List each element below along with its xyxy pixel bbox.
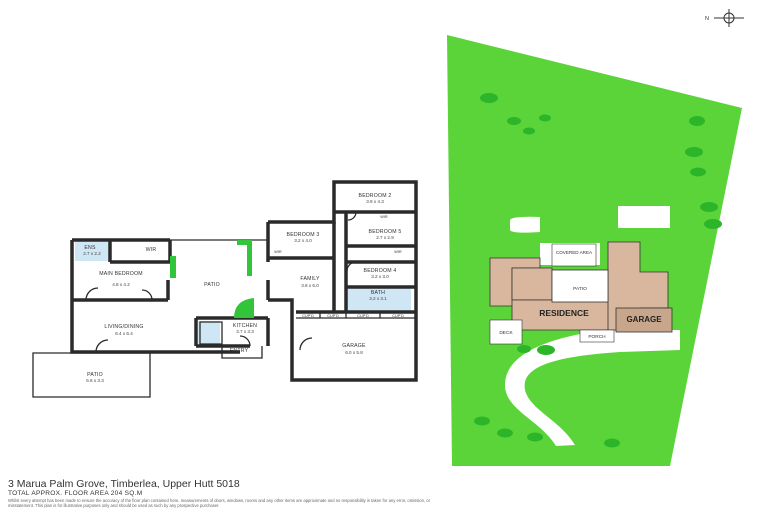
planter	[247, 240, 252, 276]
svg-text:LIVING/DINING: LIVING/DINING	[104, 324, 143, 330]
room-label-patio-rear: PATIO 6.6 x 3.3	[86, 372, 104, 383]
svg-text:GARAGE: GARAGE	[342, 343, 366, 349]
trees	[474, 93, 722, 448]
room-label-living-dining: LIVING/DINING 6.4 x 6.4	[104, 324, 143, 336]
svg-text:3.2 x 3.1: 3.2 x 3.1	[369, 296, 387, 301]
label-cupboard: CUP'D	[327, 314, 339, 318]
planter	[170, 256, 176, 278]
label-cupboard: CUP'D	[302, 314, 314, 318]
planter	[237, 240, 251, 245]
room-label-bedroom-2: BEDROOM 2 3.9 x 4.3	[359, 193, 392, 204]
deck	[489, 319, 523, 345]
room-label-entry: ENTRY	[230, 348, 249, 354]
svg-text:BEDROOM 5: BEDROOM 5	[369, 229, 402, 235]
label-cupboard: CUP'D	[392, 314, 404, 318]
outbuilding	[618, 206, 670, 228]
tree	[474, 416, 490, 426]
room-label-ensuite: ENS 2.7 x 2.2	[83, 245, 101, 256]
tree	[497, 428, 513, 438]
room-label-bedroom-3: BEDROOM 3 3.2 x 4.0	[287, 232, 320, 243]
tree	[480, 93, 498, 103]
residence-label: RESIDENCE	[539, 308, 589, 318]
room-label-patio-central: PATIO	[204, 282, 220, 288]
svg-text:BEDROOM 2: BEDROOM 2	[359, 193, 392, 199]
ensuite-fill	[75, 241, 109, 261]
tree	[537, 345, 555, 355]
patio-courtyard	[551, 269, 609, 303]
tree	[507, 117, 521, 125]
tree	[685, 147, 703, 157]
tree	[517, 345, 531, 353]
room-label-family: FAMILY 3.8 x 6.0	[300, 276, 320, 288]
tree	[604, 438, 620, 448]
main-wing-walls	[70, 238, 240, 354]
svg-text:3.7 x 3.3: 3.7 x 3.3	[236, 329, 254, 334]
driveway	[505, 330, 680, 446]
room-label-kitchen: KITCHEN 3.7 x 3.3	[233, 323, 257, 334]
svg-text:BEDROOM 3: BEDROOM 3	[287, 232, 320, 238]
north-label: N	[705, 16, 709, 22]
label-wir: WIR	[394, 250, 402, 254]
porch	[579, 329, 615, 343]
garage-site-label: GARAGE	[626, 315, 662, 324]
property-address: 3 Marua Palm Grove, Timberlea, Upper Hut…	[8, 478, 240, 490]
tree	[527, 432, 543, 442]
svg-text:2.7 x 2.9: 2.7 x 2.9	[376, 235, 394, 240]
svg-text:6.4 x 6.4: 6.4 x 6.4	[115, 331, 133, 336]
bath-fill	[347, 287, 411, 311]
room-label-main-bedroom: MAIN BEDROOM 4.8 x 4.2	[99, 271, 143, 287]
tree	[690, 167, 706, 177]
label-wir: WIR	[380, 215, 388, 219]
tree	[700, 202, 718, 212]
tree	[689, 116, 705, 126]
covered-area	[551, 243, 597, 267]
svg-text:PATIO: PATIO	[87, 372, 103, 378]
room-label-bath: BATH 3.2 x 3.1	[369, 290, 387, 301]
svg-text:3.2 x 4.0: 3.2 x 4.0	[294, 238, 312, 243]
site-plan: RESIDENCE GARAGE COVERED AREA PATIO DECK…	[447, 35, 742, 466]
svg-text:3.9 x 4.3: 3.9 x 4.3	[366, 199, 384, 204]
svg-text:6.6 x 3.3: 6.6 x 3.3	[86, 378, 104, 383]
room-label-bedroom-4: BEDROOM 4 3.2 x 3.0	[364, 268, 397, 279]
room-label-wir: WIR	[146, 247, 157, 253]
svg-text:3.8 x 6.0: 3.8 x 6.0	[301, 283, 319, 288]
kitchen-fill	[198, 321, 220, 345]
svg-text:KITCHEN: KITCHEN	[233, 323, 257, 329]
room-label-bedroom-5: BEDROOM 5 2.7 x 2.9	[369, 229, 402, 240]
covered-area-label: COVERED AREA	[556, 250, 593, 255]
garage-footprint	[615, 307, 673, 333]
patio-outline	[32, 352, 151, 398]
svg-text:4.8 x 4.2: 4.8 x 4.2	[112, 282, 130, 287]
tree	[704, 219, 722, 229]
deck-label: DECK	[499, 330, 513, 336]
north-arrow: N	[705, 9, 744, 27]
tree	[523, 127, 535, 135]
svg-text:2.7 x 2.2: 2.7 x 2.2	[83, 251, 101, 256]
svg-text:BATH: BATH	[371, 290, 385, 296]
patio-site-label: PATIO	[573, 286, 587, 292]
svg-text:MAIN BEDROOM: MAIN BEDROOM	[99, 271, 143, 277]
porch-label: PORCH	[588, 334, 606, 340]
label-wir: WIR	[274, 250, 282, 254]
svg-text:6.0 x 5.8: 6.0 x 5.8	[345, 350, 363, 355]
svg-text:BEDROOM 4: BEDROOM 4	[364, 268, 397, 274]
disclaimer-text: Whilst every attempt has been made to en…	[8, 498, 430, 508]
svg-text:FAMILY: FAMILY	[300, 276, 320, 282]
svg-text:ENS: ENS	[84, 245, 96, 251]
svg-text:3.2 x 3.0: 3.2 x 3.0	[371, 274, 389, 279]
house-floorplan: ENS 2.7 x 2.2 WIR MAIN BEDROOM 4.8 x 4.2…	[32, 180, 418, 398]
tree	[539, 114, 551, 122]
floor-area: TOTAL APPROX. FLOOR AREA 204 SQ.M	[8, 490, 143, 497]
outbuilding	[510, 216, 540, 233]
label-cupboard: CUP'D	[357, 314, 369, 318]
planter	[234, 298, 254, 318]
room-label-garage: GARAGE 6.0 x 5.8	[342, 343, 366, 355]
